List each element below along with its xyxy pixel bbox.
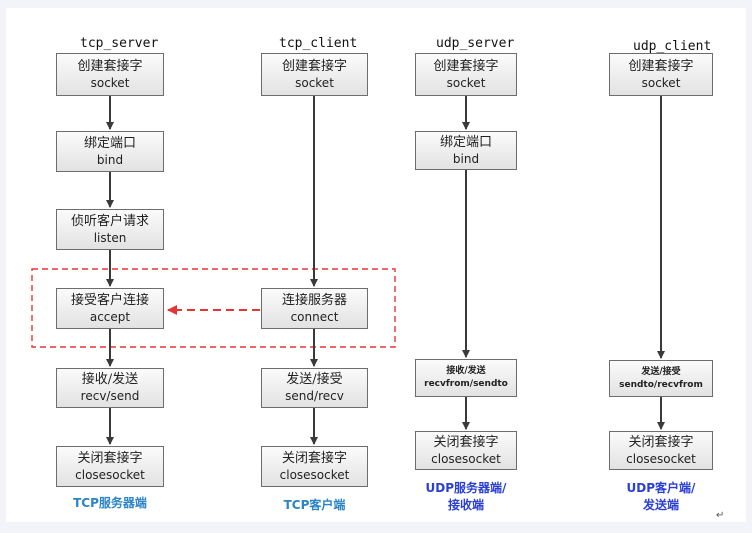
box-label-zh: 接收/发送 bbox=[446, 366, 486, 376]
box-label-zh: 关闭套接字 bbox=[77, 450, 143, 466]
tcp-server-recv-send-box: 接收/发送 recv/send bbox=[56, 368, 164, 408]
caption-udp-server-line2: 接收端 bbox=[447, 498, 484, 512]
tcp-server-closesocket-box: 关闭套接字 closesocket bbox=[56, 446, 164, 487]
box-label-en: closesocket bbox=[75, 467, 145, 482]
box-label-zh: 关闭套接字 bbox=[433, 434, 499, 450]
box-label-en: closesocket bbox=[279, 467, 350, 482]
udp-server-recvfrom-sendto-box: 接收/发送 recvfrom/sendto bbox=[415, 359, 517, 397]
udp-server-closesocket-box: 关闭套接字 closesocket bbox=[415, 431, 517, 470]
caption-tcp-client: TCP客户端 bbox=[283, 498, 346, 512]
tcp-server-bind-box: 绑定端口 bind bbox=[56, 131, 164, 172]
box-label-en: connect bbox=[290, 309, 339, 324]
caption-udp-client-line1: UDP客户端/ bbox=[626, 481, 696, 495]
header-tcp-client: tcp_client bbox=[279, 36, 358, 51]
udp-client-sendto-recvfrom-box: 发送/接受 sendto/recvfrom bbox=[609, 360, 713, 397]
udp-client-closesocket-box: 关闭套接字 closesocket bbox=[609, 431, 713, 470]
box-label-zh: 绑定端口 bbox=[83, 135, 136, 151]
header-udp-client: udp_client bbox=[633, 39, 712, 54]
accept-connect-highlight bbox=[31, 268, 396, 348]
udp-server-bind-box: 绑定端口 bind bbox=[415, 131, 517, 170]
udp-client-socket-box: 创建套接字 socket bbox=[609, 53, 713, 96]
tcp-client-socket-box: 创建套接字 socket bbox=[261, 53, 368, 96]
header-udp-server: udp_server bbox=[436, 36, 515, 51]
box-label-zh: 发送/接受 bbox=[286, 372, 343, 387]
box-label-en: socket bbox=[295, 75, 334, 90]
tcp-server-socket-box: 创建套接字 socket bbox=[56, 53, 164, 96]
box-label-en: socket bbox=[90, 75, 130, 90]
tcp-server-listen-box: 侦听客户请求 listen bbox=[56, 209, 164, 250]
caption-udp-client-line2: 发送端 bbox=[642, 498, 679, 512]
box-label-en: recv/send bbox=[80, 389, 140, 403]
box-label-zh: 关闭套接字 bbox=[281, 450, 347, 466]
box-label-zh: 绑定端口 bbox=[439, 134, 492, 150]
udp-server-socket-box: 创建套接字 socket bbox=[415, 53, 517, 96]
box-label-zh: 创建套接字 bbox=[433, 58, 499, 74]
box-label-zh: 连接服务器 bbox=[281, 292, 347, 308]
box-label-en: recvfrom/sendto bbox=[424, 379, 508, 389]
box-label-zh: 关闭套接字 bbox=[628, 434, 694, 450]
caption-udp-server-line1: UDP服务器端/ bbox=[425, 481, 507, 495]
tcp-server-accept-box: 接受客户连接 accept bbox=[56, 288, 164, 329]
tcp-client-send-recv-box: 发送/接受 send/recv bbox=[261, 368, 368, 408]
caption-udp-server: UDP服务器端/ 接收端 bbox=[400, 480, 532, 514]
box-label-zh: 创建套接字 bbox=[628, 58, 694, 74]
box-label-zh: 发送/接受 bbox=[641, 366, 681, 377]
box-label-zh: 接受客户连接 bbox=[70, 292, 149, 308]
box-label-zh: 接收/发送 bbox=[81, 372, 139, 387]
box-label-en: socket bbox=[641, 75, 681, 90]
caption-tcp-server: TCP服务器端 bbox=[73, 496, 147, 510]
header-tcp-server: tcp_server bbox=[80, 36, 159, 51]
paragraph-mark: ↵ bbox=[716, 510, 725, 521]
box-label-en: bind bbox=[452, 151, 480, 166]
tcp-client-closesocket-box: 关闭套接字 closesocket bbox=[261, 446, 368, 487]
box-label-en: send/recv bbox=[285, 389, 344, 403]
box-label-en: accept bbox=[89, 309, 131, 324]
tcp-client-connect-box: 连接服务器 connect bbox=[261, 288, 368, 329]
box-label-zh: 创建套接字 bbox=[77, 58, 143, 74]
box-label-en: bind bbox=[96, 152, 124, 167]
box-label-en: listen bbox=[93, 230, 127, 245]
box-label-zh: 创建套接字 bbox=[281, 58, 347, 74]
box-label-zh: 侦听客户请求 bbox=[70, 213, 149, 229]
box-label-en: socket bbox=[446, 75, 486, 90]
box-label-en: sendto/recvfrom bbox=[619, 379, 703, 390]
box-label-en: closesocket bbox=[626, 451, 696, 466]
caption-udp-client: UDP客户端/ 发送端 bbox=[600, 480, 722, 514]
box-label-en: closesocket bbox=[431, 451, 501, 466]
